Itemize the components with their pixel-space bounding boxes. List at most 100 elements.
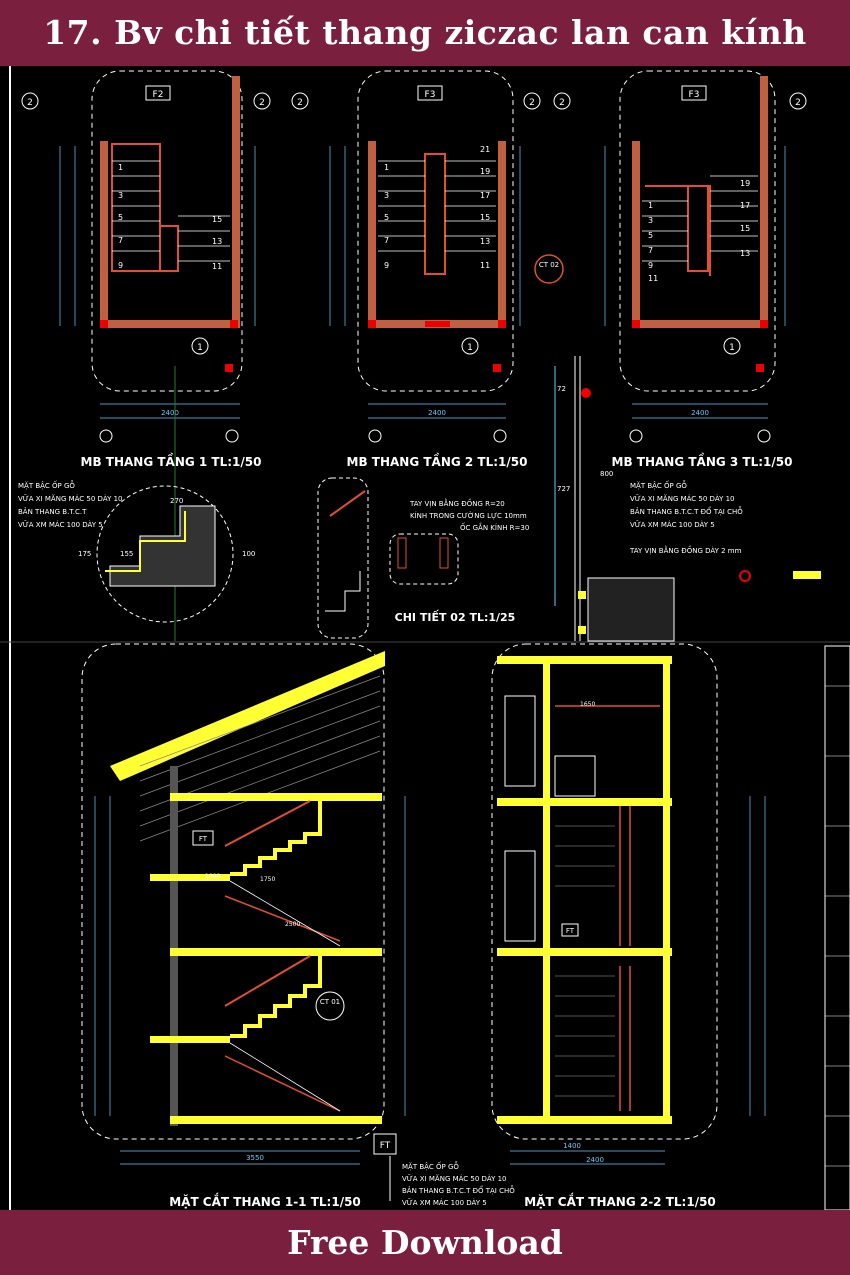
svg-text:TAY VỊN BẰNG ĐỒNG R=20: TAY VỊN BẰNG ĐỒNG R=20 bbox=[409, 498, 505, 508]
ft-legend: FT MẶT BẬC ỐP GỖ VỮA XI MĂNG MÁC 50 DÀY … bbox=[373, 1133, 515, 1207]
svg-text:MẶT BẬC ỐP GỖ: MẶT BẬC ỐP GỖ bbox=[630, 480, 687, 490]
svg-text:MẶT BẬC ỐP GỖ: MẶT BẬC ỐP GỖ bbox=[402, 1161, 459, 1171]
section-2-2: FT 1650 1400 2400 MẶT CẮT THANG 2-2 TL:1… bbox=[491, 643, 766, 1209]
svg-text:2400: 2400 bbox=[691, 409, 709, 417]
svg-text:VỮA XI MĂNG MÁC 50 DÀY 10: VỮA XI MĂNG MÁC 50 DÀY 10 bbox=[402, 1174, 506, 1183]
svg-text:MB THANG TẦNG 2 TL:1/50: MB THANG TẦNG 2 TL:1/50 bbox=[347, 452, 528, 469]
svg-text:15: 15 bbox=[212, 215, 222, 224]
svg-text:72: 72 bbox=[557, 385, 566, 393]
svg-text:1: 1 bbox=[384, 163, 389, 172]
callout-ct01: CT 01 bbox=[320, 998, 340, 1006]
svg-text:BẢN THANG B.T.C.T ĐỔ TẠI CHỖ: BẢN THANG B.T.C.T ĐỔ TẠI CHỖ bbox=[402, 1185, 515, 1195]
svg-text:2400: 2400 bbox=[161, 409, 179, 417]
svg-text:13: 13 bbox=[740, 249, 750, 258]
svg-text:11: 11 bbox=[648, 274, 658, 283]
svg-text:5: 5 bbox=[384, 213, 389, 222]
svg-text:3: 3 bbox=[118, 191, 123, 200]
svg-text:1750: 1750 bbox=[260, 876, 275, 883]
svg-text:11: 11 bbox=[480, 261, 490, 270]
svg-text:19: 19 bbox=[480, 167, 490, 176]
svg-text:TAY VỊN BẰNG ĐỒNG DÀY 2 mm: TAY VỊN BẰNG ĐỒNG DÀY 2 mm bbox=[629, 545, 742, 555]
svg-text:1: 1 bbox=[467, 343, 473, 353]
svg-text:270: 270 bbox=[170, 497, 183, 505]
svg-text:ỐC GẮN KÍNH R=30: ỐC GẮN KÍNH R=30 bbox=[460, 522, 529, 532]
svg-text:3550: 3550 bbox=[246, 1154, 264, 1162]
svg-text:1: 1 bbox=[729, 343, 735, 353]
svg-text:VỮA XM MÁC 100 DÀY 5: VỮA XM MÁC 100 DÀY 5 bbox=[630, 520, 715, 529]
grid-label: 2 bbox=[27, 98, 33, 108]
section-1-1: FT CT 01 1000 1750 2500 3550 MẶT CẮT THA… bbox=[81, 643, 406, 1209]
svg-text:2: 2 bbox=[529, 98, 535, 108]
svg-text:2400: 2400 bbox=[586, 1156, 604, 1164]
plan-3: 2 2 F3 1 3 5 7 9 bbox=[553, 70, 807, 469]
svg-text:5: 5 bbox=[648, 231, 653, 240]
svg-text:1: 1 bbox=[648, 201, 653, 210]
svg-text:2: 2 bbox=[297, 98, 303, 108]
grid-bubble bbox=[21, 92, 39, 110]
svg-text:13: 13 bbox=[212, 237, 222, 246]
svg-text:2500: 2500 bbox=[285, 921, 300, 928]
svg-text:VỮA XM MÁC 100 DÀY 5: VỮA XM MÁC 100 DÀY 5 bbox=[402, 1198, 487, 1207]
callout-ct02: CT 02 bbox=[539, 261, 559, 269]
svg-text:1000: 1000 bbox=[205, 873, 220, 880]
svg-text:3: 3 bbox=[384, 191, 389, 200]
cad-drawing: 2 2 F2 1 3 5 bbox=[0, 66, 850, 1210]
baluster-detail: 72 727 800 MẶT BẬC ỐP GỖ VỮA XI MĂNG MÁC… bbox=[554, 356, 821, 642]
svg-text:KÍNH TRONG CƯỜNG LỰC 10mm: KÍNH TRONG CƯỜNG LỰC 10mm bbox=[410, 511, 527, 520]
svg-text:F3: F3 bbox=[425, 90, 436, 100]
svg-text:9: 9 bbox=[384, 261, 389, 270]
detail-title: CHI TIẾT 02 TL:1/25 bbox=[395, 609, 516, 624]
svg-text:7: 7 bbox=[384, 236, 389, 245]
svg-text:VỮA XI MĂNG MÁC 50 DÀY 10: VỮA XI MĂNG MÁC 50 DÀY 10 bbox=[18, 494, 122, 503]
section-title-1-1: MẶT CẮT THANG 1-1 TL:1/50 bbox=[169, 1193, 361, 1209]
svg-text:17: 17 bbox=[740, 201, 750, 210]
svg-text:17: 17 bbox=[480, 191, 490, 200]
plan-2: 2 2 F3 1 3 5 bbox=[291, 70, 564, 469]
svg-text:7: 7 bbox=[118, 236, 123, 245]
svg-text:21: 21 bbox=[480, 145, 490, 154]
free-download-button[interactable]: Free Download bbox=[0, 1210, 850, 1275]
svg-text:727: 727 bbox=[557, 485, 570, 493]
plan-1: 2 2 F2 1 3 5 bbox=[21, 70, 271, 469]
section-title-2-2: MẶT CẮT THANG 2-2 TL:1/50 bbox=[524, 1193, 716, 1209]
tread-detail: MẶT BẬC ỐP GỖ VỮA XI MĂNG MÁC 50 DÀY 10 … bbox=[18, 480, 255, 623]
svg-text:FT: FT bbox=[566, 927, 575, 935]
svg-text:1400: 1400 bbox=[563, 1142, 581, 1150]
plan-title: MB THANG TẦNG 1 TL:1/50 bbox=[81, 452, 262, 469]
svg-text:19: 19 bbox=[740, 179, 750, 188]
svg-text:F3: F3 bbox=[689, 90, 700, 100]
svg-text:1650: 1650 bbox=[580, 701, 595, 708]
svg-text:VỮA XI MĂNG MÁC 50 DÀY 10: VỮA XI MĂNG MÁC 50 DÀY 10 bbox=[630, 494, 734, 503]
svg-text:2: 2 bbox=[795, 98, 801, 108]
svg-text:11: 11 bbox=[212, 262, 222, 271]
free-download-label: Free Download bbox=[287, 1223, 563, 1262]
svg-text:MB THANG TẦNG 3 TL:1/50: MB THANG TẦNG 3 TL:1/50 bbox=[612, 452, 793, 469]
svg-text:MẶT BẬC ỐP GỖ: MẶT BẬC ỐP GỖ bbox=[18, 480, 75, 490]
title-block bbox=[824, 645, 850, 1210]
svg-text:175: 175 bbox=[78, 550, 91, 558]
svg-text:BẢN THANG B.T.C.T ĐỔ TẠI CHỖ: BẢN THANG B.T.C.T ĐỔ TẠI CHỖ bbox=[630, 506, 743, 516]
room-tag: F2 bbox=[153, 90, 164, 100]
svg-text:155: 155 bbox=[120, 550, 133, 558]
svg-text:2: 2 bbox=[259, 98, 265, 108]
svg-text:13: 13 bbox=[480, 237, 490, 246]
svg-text:15: 15 bbox=[740, 224, 750, 233]
svg-text:VỮA XM MÁC 100 DÀY 5: VỮA XM MÁC 100 DÀY 5 bbox=[18, 520, 103, 529]
svg-text:3: 3 bbox=[648, 216, 653, 225]
svg-text:1: 1 bbox=[197, 343, 203, 353]
svg-text:800: 800 bbox=[600, 470, 613, 478]
page-title: 17. Bv chi tiết thang ziczac lan can kín… bbox=[43, 13, 807, 52]
svg-text:9: 9 bbox=[648, 261, 653, 270]
svg-text:2: 2 bbox=[559, 98, 565, 108]
svg-text:2400: 2400 bbox=[428, 409, 446, 417]
svg-text:100: 100 bbox=[242, 550, 255, 558]
svg-text:FT: FT bbox=[199, 835, 208, 843]
svg-text:15: 15 bbox=[480, 213, 490, 222]
svg-text:1: 1 bbox=[118, 163, 123, 172]
svg-text:FT: FT bbox=[380, 1141, 391, 1151]
svg-text:7: 7 bbox=[648, 246, 653, 255]
title-banner: 17. Bv chi tiết thang ziczac lan can kín… bbox=[0, 0, 850, 66]
svg-text:5: 5 bbox=[118, 213, 123, 222]
svg-text:BẢN THANG B.T.C.T: BẢN THANG B.T.C.T bbox=[18, 507, 87, 516]
